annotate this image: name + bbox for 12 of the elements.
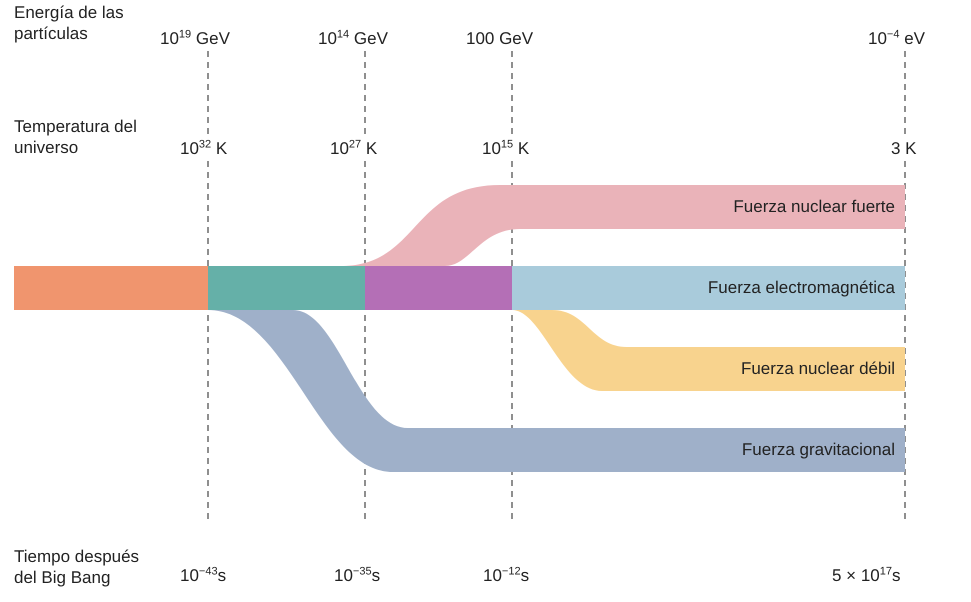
band-label: Fuerza nuclear fuerte: [733, 196, 895, 218]
row-title: Tiempo después del Big Bang: [14, 546, 140, 588]
color-bar: [208, 266, 365, 310]
color-bar: [365, 266, 512, 310]
band-label: Fuerza nuclear débil: [740, 358, 895, 380]
force-band: [512, 310, 905, 391]
row-title: Energía de las partículas: [14, 2, 125, 44]
force-band: [512, 266, 905, 310]
row-title: Temperatura del universo: [14, 116, 138, 158]
color-bar: [14, 266, 208, 310]
band-label: Fuerza gravitacional: [742, 439, 895, 461]
band-label: Fuerza electromagnética: [708, 277, 895, 299]
